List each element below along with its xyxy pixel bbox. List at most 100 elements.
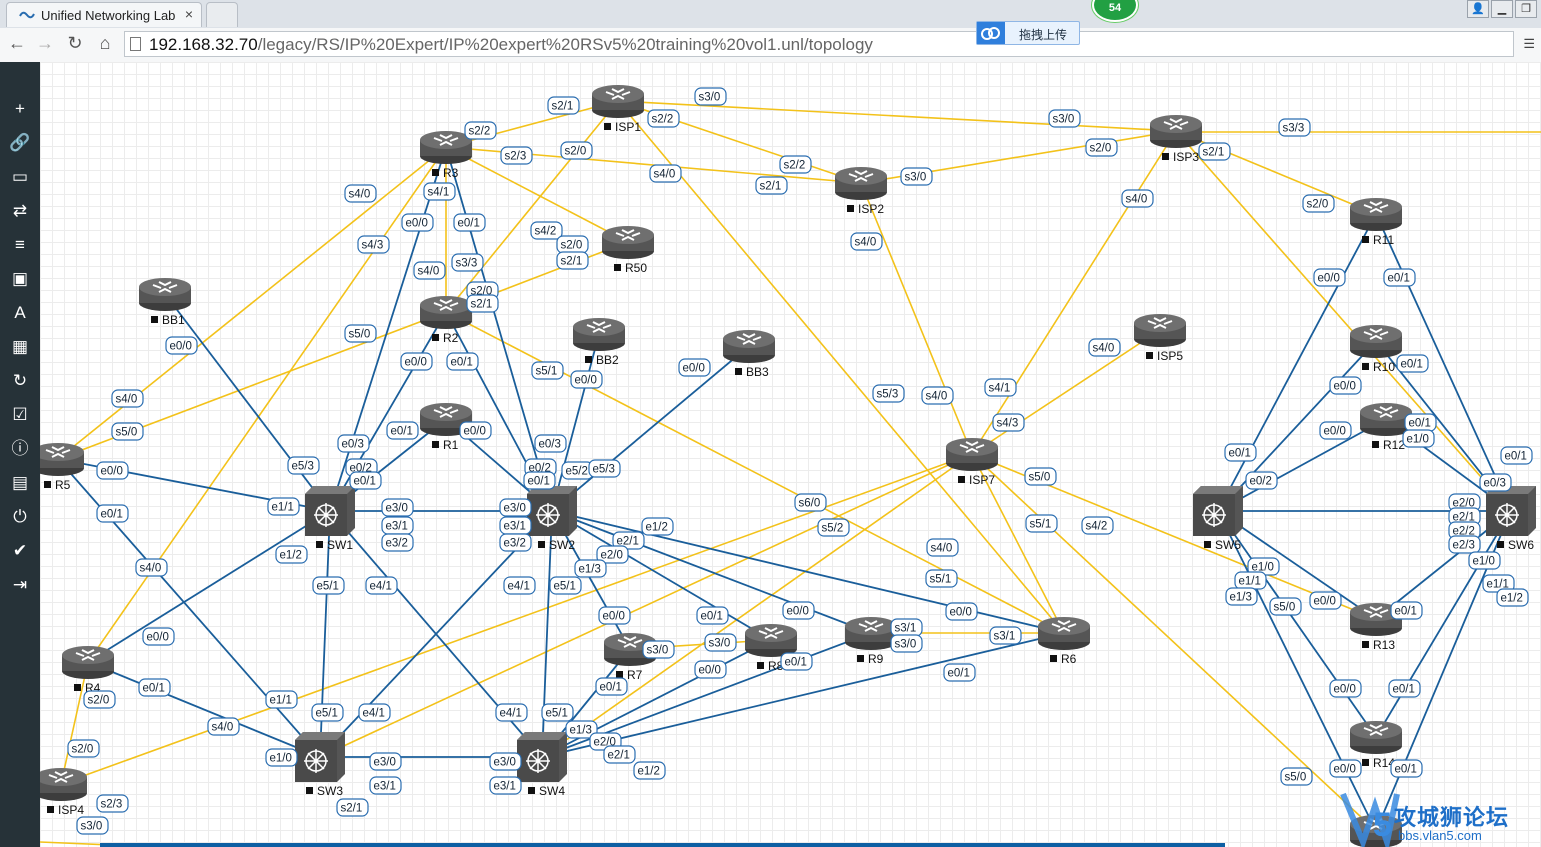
switch-icon[interactable] xyxy=(527,486,577,536)
router-icon[interactable] xyxy=(420,403,472,436)
link-serial[interactable] xyxy=(319,453,973,758)
router-icon[interactable] xyxy=(1360,403,1412,436)
link-serial[interactable] xyxy=(971,130,1177,455)
info-icon[interactable]: ⓘ xyxy=(11,439,29,458)
link-ethernet[interactable] xyxy=(551,510,772,641)
link-ethernet[interactable] xyxy=(329,311,447,512)
link-serial[interactable] xyxy=(445,146,629,243)
switch-icon[interactable] xyxy=(295,732,345,782)
back-icon[interactable]: ← xyxy=(8,33,26,53)
link-ethernet[interactable] xyxy=(1217,510,1377,832)
logout-icon[interactable]: ⇥ xyxy=(12,575,28,594)
tab-unetlab[interactable]: Unified Networking Lab × xyxy=(6,2,202,27)
interface-label: s2/0 xyxy=(556,235,589,254)
interface-label: e0/1 xyxy=(386,421,419,440)
router-icon[interactable] xyxy=(745,624,797,657)
svg-text:s4/3: s4/3 xyxy=(997,418,1019,430)
router-icon[interactable] xyxy=(40,768,87,801)
svg-text:s3/0: s3/0 xyxy=(895,639,917,651)
check-circle-icon[interactable]: ✔ xyxy=(12,541,28,560)
svg-text:R50: R50 xyxy=(625,261,647,275)
router-icon[interactable] xyxy=(946,438,998,471)
link-ethernet[interactable] xyxy=(1217,418,1387,512)
router-icon[interactable] xyxy=(723,330,775,363)
switch-icon[interactable] xyxy=(1486,486,1536,536)
link-ethernet[interactable] xyxy=(551,510,1065,634)
refresh-icon[interactable]: ↻ xyxy=(12,371,28,390)
table-icon[interactable]: ▤ xyxy=(11,473,29,492)
link-ethernet[interactable] xyxy=(1217,340,1377,512)
link-ethernet[interactable] xyxy=(164,293,331,512)
add-icon[interactable]: + xyxy=(15,99,25,118)
link-serial[interactable] xyxy=(860,182,973,455)
router-icon[interactable] xyxy=(1150,115,1202,148)
check-square-icon[interactable]: ☑ xyxy=(12,405,28,424)
swap-icon[interactable]: ⇄ xyxy=(12,201,28,220)
link-serial[interactable] xyxy=(971,453,1065,634)
svg-text:e0/0: e0/0 xyxy=(699,665,721,677)
link-ethernet[interactable] xyxy=(1375,510,1512,738)
router-icon[interactable] xyxy=(139,278,191,311)
link-icon[interactable]: 🔗 xyxy=(9,133,31,152)
grid-icon[interactable]: ▦ xyxy=(11,337,29,356)
link-ethernet[interactable] xyxy=(1217,213,1377,512)
link-ethernet[interactable] xyxy=(551,333,600,512)
svg-text:BB3: BB3 xyxy=(746,365,769,379)
switch-icon[interactable] xyxy=(1193,486,1243,536)
link-ethernet[interactable] xyxy=(87,510,331,663)
router-icon[interactable] xyxy=(1350,198,1402,231)
restore-icon[interactable]: ❐ xyxy=(1515,0,1537,18)
tab-close-icon[interactable]: × xyxy=(184,6,193,22)
router-icon[interactable] xyxy=(40,443,84,476)
link-ethernet[interactable] xyxy=(541,632,1065,758)
link-serial[interactable] xyxy=(971,329,1161,455)
link-ethernet[interactable] xyxy=(1217,510,1377,620)
router-icon[interactable] xyxy=(1350,325,1402,358)
user-icon[interactable]: 👤 xyxy=(1467,0,1489,18)
link-ethernet[interactable] xyxy=(87,661,321,758)
interface-label: e1/1 xyxy=(1234,571,1267,590)
list-icon[interactable]: ≡ xyxy=(15,235,25,254)
link-ethernet[interactable] xyxy=(551,510,872,634)
upload-button[interactable]: 拖拽上传 xyxy=(976,21,1080,45)
router-icon[interactable] xyxy=(420,131,472,164)
router-icon[interactable] xyxy=(1134,314,1186,347)
router-icon[interactable] xyxy=(1350,721,1402,754)
link-ethernet[interactable] xyxy=(1375,213,1512,512)
router-icon[interactable] xyxy=(845,617,897,650)
router-icon[interactable] xyxy=(573,318,625,351)
router-icon[interactable] xyxy=(592,85,644,118)
router-icon[interactable] xyxy=(602,226,654,259)
link-ethernet[interactable] xyxy=(551,345,750,512)
router-icon[interactable] xyxy=(1038,617,1090,650)
router-icon[interactable] xyxy=(1350,603,1402,636)
link-serial[interactable] xyxy=(617,100,1177,132)
address-bar[interactable]: 192.168.32.70/legacy/RS/IP%20Expert/IP%2… xyxy=(124,31,1514,57)
link-ethernet[interactable] xyxy=(445,146,553,512)
switch-icon[interactable] xyxy=(305,486,355,536)
interface-label: e1/0 xyxy=(265,748,298,767)
image-icon[interactable]: ▣ xyxy=(11,269,29,288)
link-serial[interactable] xyxy=(60,661,89,785)
router-icon[interactable] xyxy=(835,167,887,200)
text-icon[interactable]: A xyxy=(14,303,26,322)
menu-icon[interactable]: ☰ xyxy=(1523,36,1535,51)
home-icon[interactable]: ⌂ xyxy=(99,33,111,53)
link-serial[interactable] xyxy=(1175,130,1512,512)
reload-icon[interactable]: ↻ xyxy=(67,33,83,53)
minimize-icon[interactable]: ▁ xyxy=(1491,0,1513,18)
interface-label: e0/0 xyxy=(678,358,711,377)
new-tab-button[interactable] xyxy=(206,2,238,27)
link-serial[interactable] xyxy=(445,100,619,313)
link-serial[interactable] xyxy=(541,453,973,758)
forward-icon[interactable]: → xyxy=(36,33,54,53)
interface-label: e2/1 xyxy=(612,531,645,550)
switch-icon[interactable] xyxy=(517,732,567,782)
link-serial[interactable] xyxy=(617,100,1065,634)
link-ethernet[interactable] xyxy=(1217,510,1377,738)
power-icon[interactable]: ⏻ xyxy=(13,507,27,526)
storage-icon[interactable]: ▭ xyxy=(11,167,29,186)
router-icon[interactable] xyxy=(62,646,114,679)
router-icon[interactable] xyxy=(420,296,472,329)
